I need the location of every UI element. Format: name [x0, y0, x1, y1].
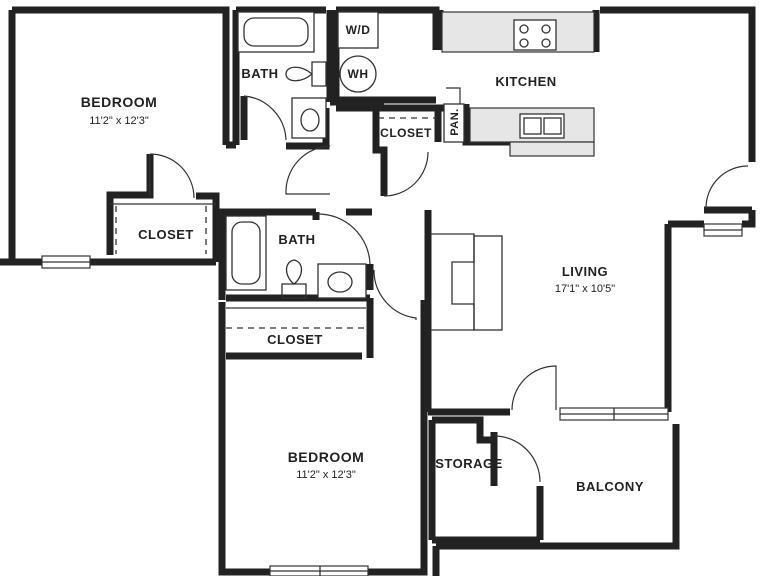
bedroom-bottom-label: BEDROOM	[288, 449, 365, 465]
closet-rods	[110, 117, 436, 329]
door-closet-hall	[383, 151, 429, 197]
door-bath-top	[243, 95, 287, 141]
bath-fixtures-mid	[225, 215, 367, 299]
door-bedroom-bottom	[373, 269, 417, 320]
room-labels: BEDROOM 11'2" x 12'3" BATH W/D WH KITCHE…	[81, 23, 644, 494]
door-entry	[705, 165, 749, 209]
bath-fixtures-top	[237, 11, 327, 139]
washer-dryer-label: W/D	[346, 23, 371, 37]
closet-mid-label: CLOSET	[267, 332, 323, 347]
bedroom-top-size: 11'2" x 12'3"	[89, 115, 149, 127]
bedroom-top-label: BEDROOM	[81, 94, 158, 110]
door-hall	[285, 145, 331, 195]
bath-top-label: BATH	[241, 66, 278, 81]
bath-mid-label: BATH	[278, 232, 315, 247]
vanity-icon	[291, 97, 327, 139]
closet-hall-label: CLOSET	[380, 126, 432, 140]
toilet-icon-2	[281, 259, 307, 299]
windows	[41, 223, 743, 576]
toilet-icon	[285, 61, 327, 87]
door-bath-mid	[317, 213, 371, 265]
door-storage	[493, 435, 541, 483]
water-heater-label: WH	[348, 67, 369, 81]
vanity-icon-2	[317, 263, 367, 299]
living-size: 17'1" x 10'5"	[555, 283, 615, 295]
doors	[149, 87, 749, 483]
pantry-label: PAN.	[449, 108, 461, 135]
living-label: LIVING	[562, 264, 608, 279]
kitchen-label: KITCHEN	[495, 74, 556, 89]
water-heater-icon	[339, 55, 377, 93]
bedroom-bottom-size: 11'2" x 12'3"	[296, 469, 356, 481]
closet-left-label: CLOSET	[138, 227, 194, 242]
washer-dryer-box	[337, 11, 379, 49]
pantry-box	[443, 103, 465, 143]
door-bedroom-top	[149, 153, 195, 199]
door-pantry	[446, 87, 461, 104]
fireplace-icon	[430, 233, 503, 331]
door-balcony	[511, 365, 557, 411]
storage-label: STORAGE	[435, 456, 503, 471]
balcony-label: BALCONY	[576, 479, 644, 494]
kitchen-counters	[441, 11, 595, 157]
